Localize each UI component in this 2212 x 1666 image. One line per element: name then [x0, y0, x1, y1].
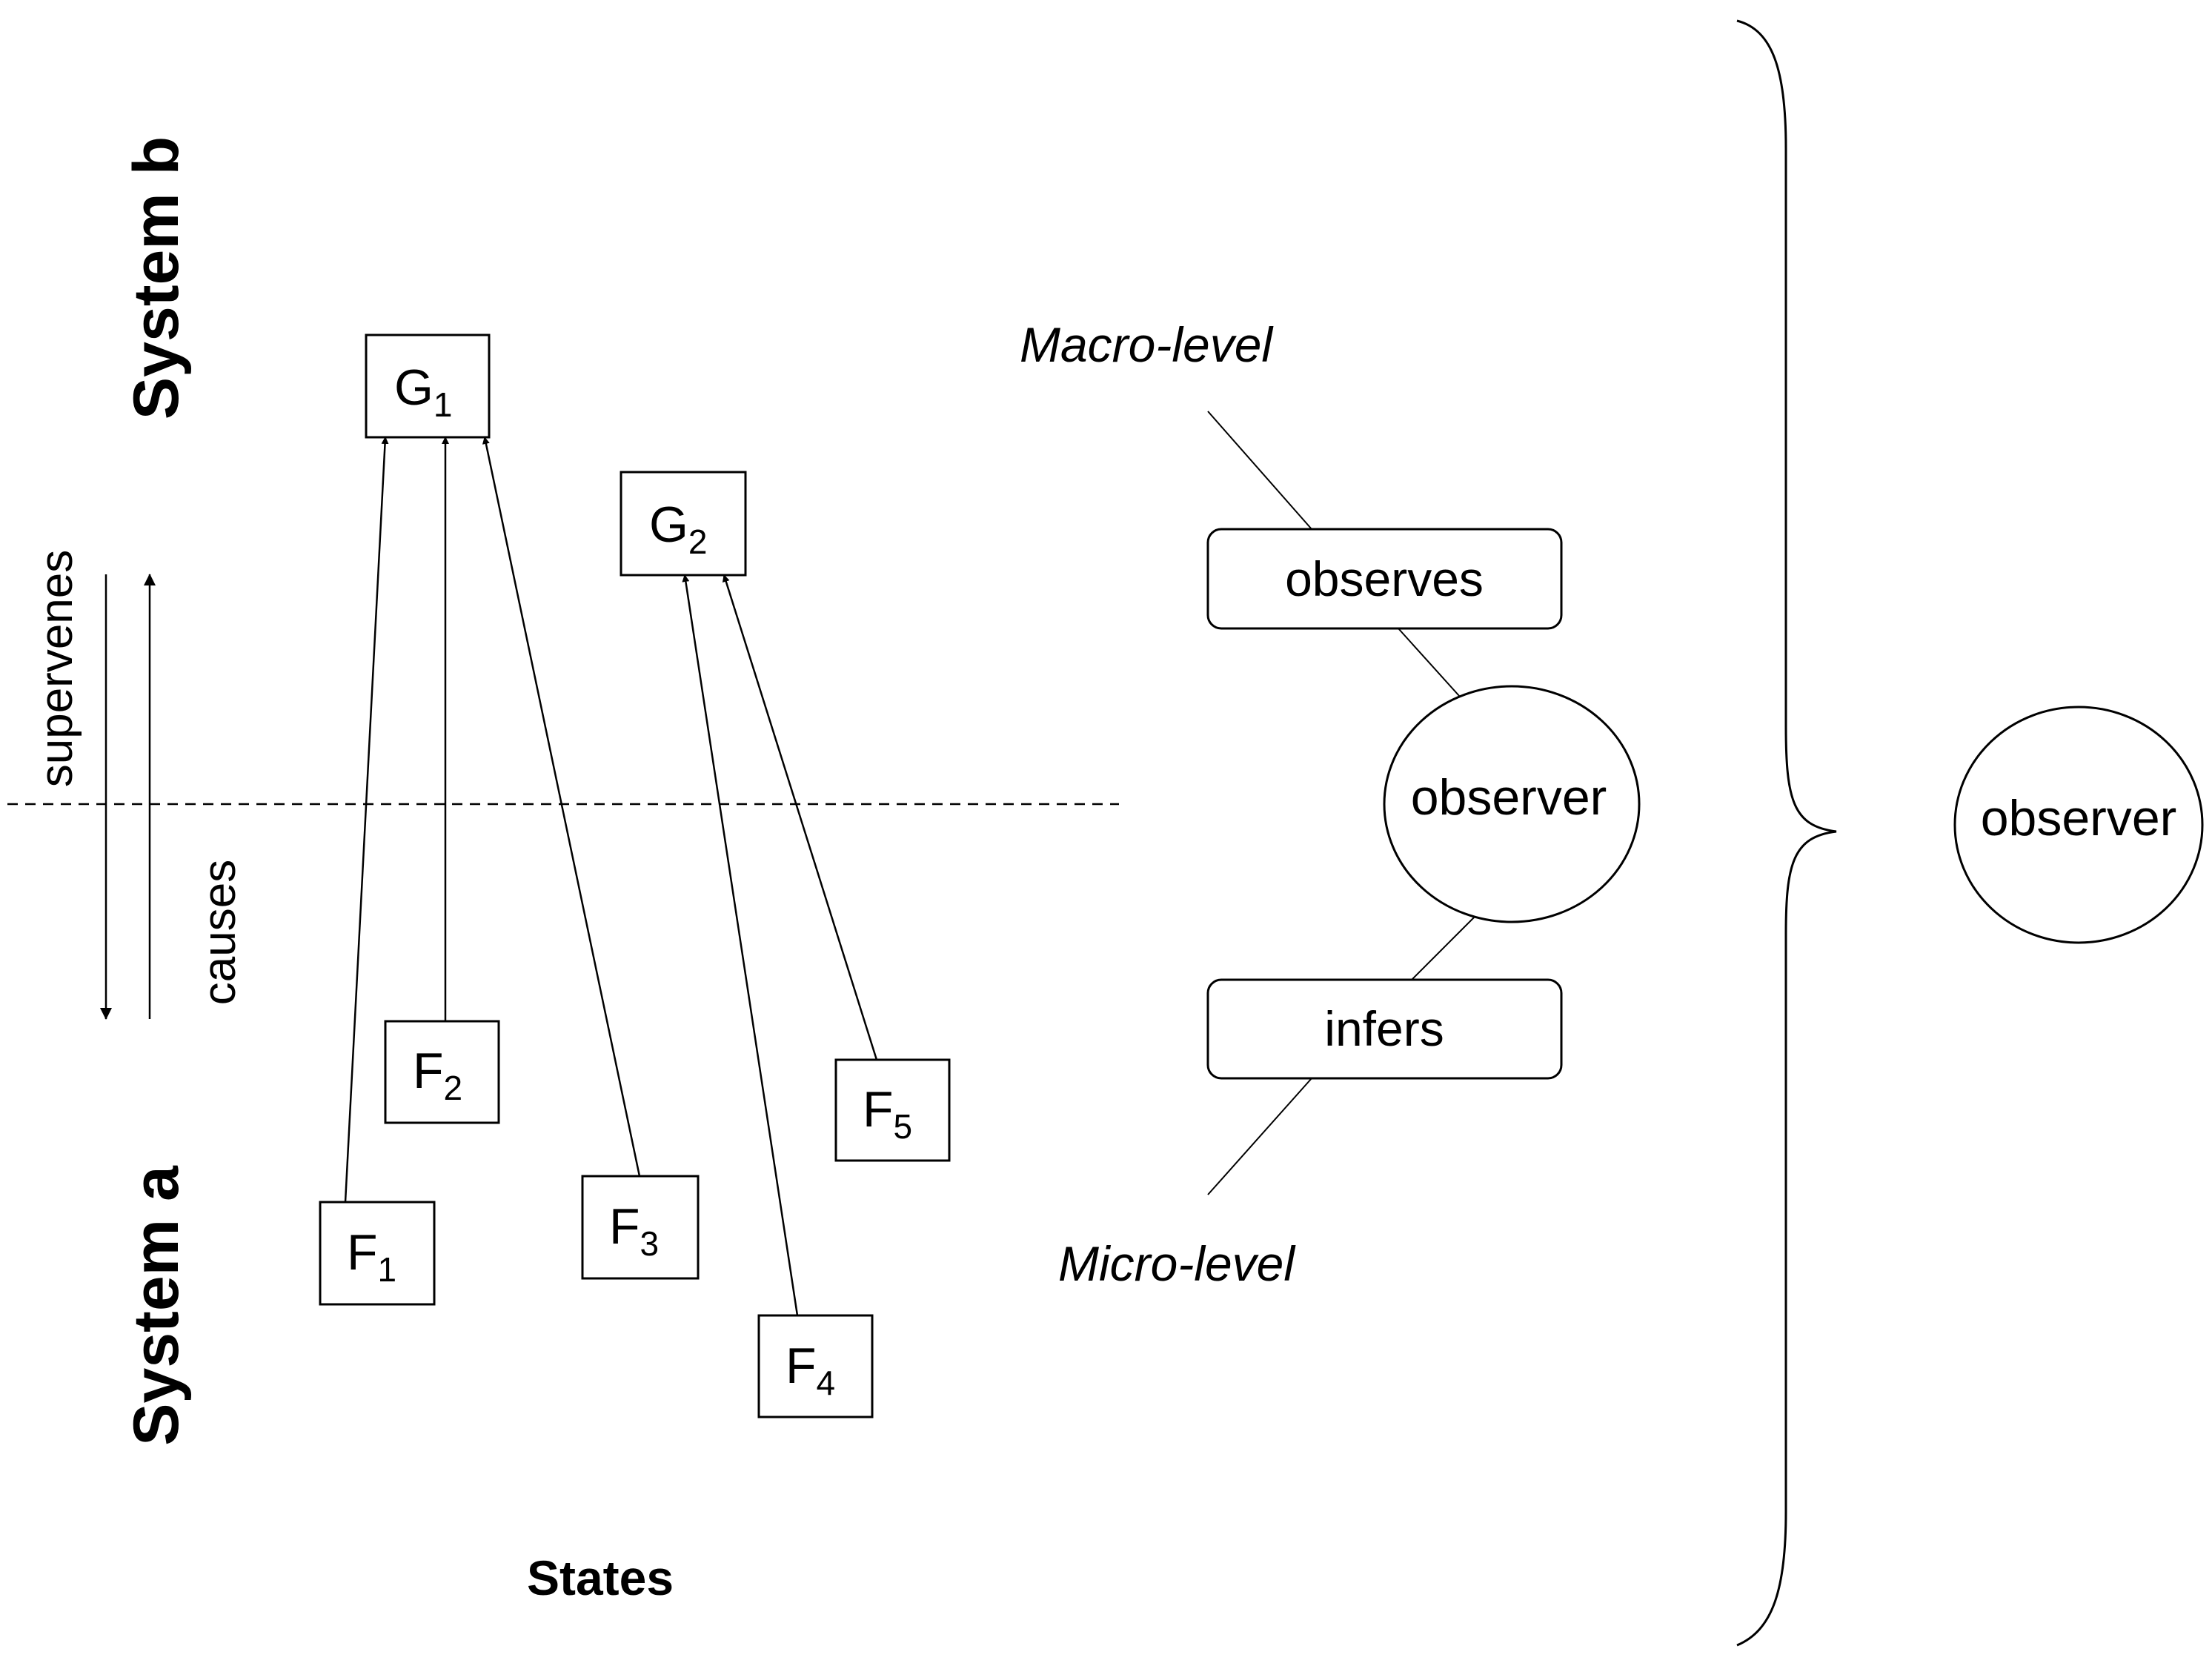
state-f5-subscript: 5	[894, 1107, 913, 1146]
arrow-f1-g1	[344, 437, 389, 1203]
arrow-f4-g2	[682, 574, 799, 1316]
state-g2-subscript: 2	[688, 522, 708, 561]
observer-inner: observer	[1383, 685, 1641, 923]
state-f2-symbol: F	[413, 1043, 444, 1099]
states-label: States	[527, 1550, 674, 1605]
svg-text:F3: F3	[609, 1198, 659, 1263]
svg-text:F2: F2	[413, 1043, 462, 1107]
supervenes-label: supervenes	[31, 550, 82, 788]
state-f5-symbol: F	[863, 1081, 894, 1138]
svg-text:F4: F4	[786, 1338, 835, 1402]
causes-label: causes	[194, 860, 245, 1005]
state-f3-symbol: F	[609, 1198, 640, 1255]
link-observer-infers	[1411, 916, 1475, 980]
observer-outer-label: observer	[1981, 790, 2177, 846]
observer-outer: observer	[1953, 706, 2204, 944]
state-f4-subscript: 4	[817, 1364, 836, 1402]
state-f1-symbol: F	[347, 1224, 378, 1281]
observer-inner-label: observer	[1411, 769, 1607, 826]
observes-label: observes	[1285, 551, 1484, 606]
state-f4-symbol: F	[786, 1338, 817, 1394]
system-b-label: System b	[121, 136, 192, 419]
svg-text:F5: F5	[863, 1081, 912, 1146]
svg-text:F1: F1	[347, 1224, 396, 1289]
arrow-f5-g2	[722, 574, 878, 1061]
state-f1-subscript: 1	[378, 1250, 397, 1289]
macro-level-label: Macro-level	[1020, 317, 1274, 372]
state-f3: F3	[581, 1175, 700, 1280]
system-a-label: System a	[121, 1165, 192, 1446]
link-observes-observer	[1398, 628, 1461, 697]
link-macro-observes	[1207, 411, 1312, 530]
infers-label: infers	[1324, 1001, 1444, 1056]
curly-brace	[1736, 19, 1837, 1647]
infers-box: infers	[1206, 978, 1563, 1080]
state-g2-symbol: G	[649, 497, 688, 553]
state-f2-subscript: 2	[444, 1069, 463, 1107]
link-infers-micro	[1207, 1078, 1312, 1195]
state-f3-subscript: 3	[640, 1224, 660, 1263]
state-f4: F4	[757, 1314, 874, 1418]
arrow-f3-g1	[482, 437, 641, 1177]
state-f2: F2	[384, 1020, 500, 1124]
observes-box: observes	[1206, 528, 1563, 630]
state-f5: F5	[834, 1058, 951, 1162]
state-g1-symbol: G	[394, 359, 434, 416]
state-g1-subscript: 1	[434, 385, 453, 424]
svg-text:G1: G1	[394, 359, 453, 424]
state-f1: F1	[319, 1201, 436, 1306]
svg-text:G2: G2	[649, 497, 708, 561]
micro-level-label: Micro-level	[1058, 1236, 1296, 1291]
state-g2: G2	[620, 471, 747, 577]
state-g1: G1	[365, 333, 491, 439]
